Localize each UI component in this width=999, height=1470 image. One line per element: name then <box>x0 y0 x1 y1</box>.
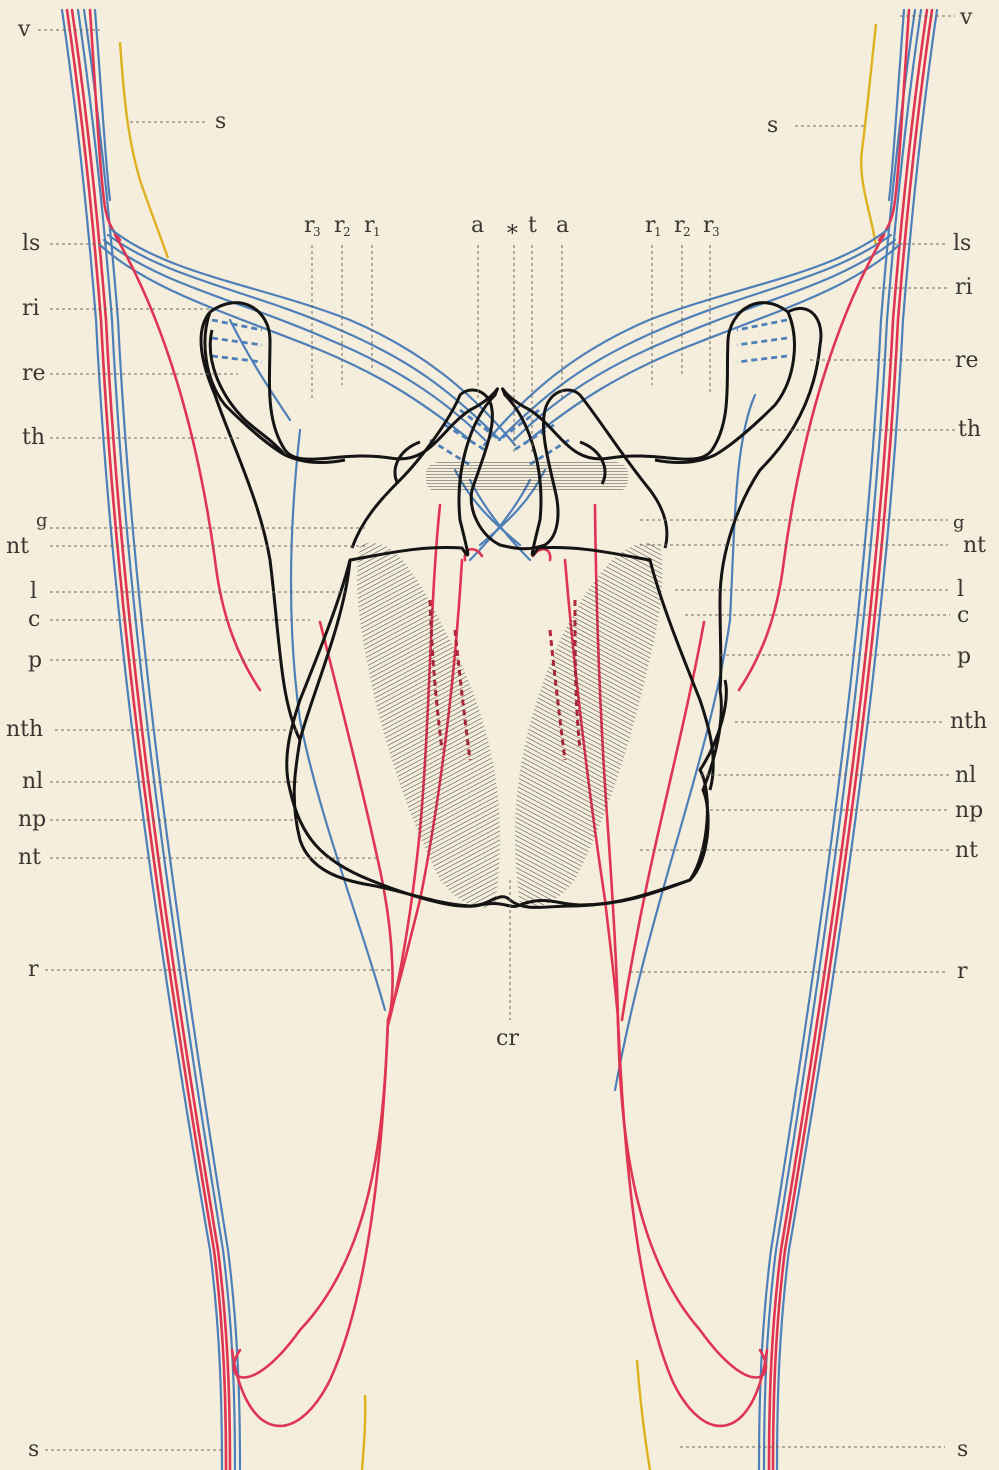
label-top-a-right: a <box>556 213 569 238</box>
label-right-re: re <box>955 348 979 373</box>
label-left-l: l <box>30 579 37 604</box>
leader-lines-left <box>38 30 390 1450</box>
label-right-s-top: s <box>767 113 778 138</box>
left-red-nerves <box>115 235 470 1426</box>
label-top-star: ∗ <box>505 217 520 242</box>
label-left-c: c <box>28 607 40 632</box>
left-blue-fan <box>100 230 515 465</box>
label-right-ls: ls <box>953 231 971 256</box>
label-right-th: th <box>958 417 981 442</box>
label-left-nth: nth <box>6 717 43 742</box>
label-left-nt-upper: nt <box>6 534 29 559</box>
labels-right: v s ls ri re th g nt l c p nth nl np nt … <box>767 5 987 1462</box>
label-right-nt-lower: nt <box>955 838 978 863</box>
label-right-ri: ri <box>955 275 973 300</box>
label-left-s-bottom: s <box>28 1437 39 1462</box>
right-outer-wing <box>655 312 794 462</box>
label-right-nl: nl <box>955 763 976 788</box>
label-top-r2-left-sub: 2 <box>343 225 351 239</box>
left-muscle <box>357 543 500 908</box>
blue-descending-nerves <box>291 395 755 1090</box>
right-red-nerves <box>550 235 884 1426</box>
label-top-r3-left-sub: 3 <box>313 225 321 239</box>
label-cr: cr <box>496 1026 519 1051</box>
left-outer-bundle <box>62 10 240 1470</box>
label-top-t: t <box>528 213 537 238</box>
label-left-nt-lower: nt <box>18 845 41 870</box>
label-right-r: r <box>957 959 968 984</box>
label-right-v: v <box>959 5 973 30</box>
left-outer-wing <box>205 312 345 462</box>
label-right-nt-upper: nt <box>963 533 986 558</box>
label-left-v: v <box>17 17 31 42</box>
label-left-ri: ri <box>22 296 40 321</box>
sympathetic-nerves <box>120 24 876 1470</box>
right-outer-bundle <box>759 10 937 1470</box>
label-top-r2-right-sub: 2 <box>683 225 691 239</box>
label-left-th: th <box>22 425 45 450</box>
label-top-r1-left-sub: 1 <box>373 225 381 239</box>
label-left-s-top: s <box>215 109 226 134</box>
label-left-ls: ls <box>22 231 40 256</box>
label-right-np: np <box>955 798 983 823</box>
right-muscle <box>515 543 662 908</box>
label-left-nl: nl <box>22 769 43 794</box>
label-left-r: r <box>28 957 39 982</box>
label-left-p: p <box>28 648 42 673</box>
label-top-r1-right-sub: 1 <box>654 225 662 239</box>
label-right-nth: nth <box>950 709 987 734</box>
label-left-g: g <box>36 510 48 531</box>
right-blue-fan <box>484 230 899 465</box>
label-top-r3-right-sub: 3 <box>712 225 720 239</box>
label-left-re: re <box>22 361 46 386</box>
label-right-g: g <box>953 512 965 533</box>
hatched-bar <box>426 462 628 492</box>
label-left-np: np <box>18 807 46 832</box>
label-right-l: l <box>957 577 964 602</box>
label-top-a-left: a <box>471 213 484 238</box>
label-right-p: p <box>957 644 971 669</box>
label-right-c: c <box>957 603 969 628</box>
label-right-s-bottom: s <box>957 1437 968 1462</box>
left-wing-lobe <box>210 330 285 455</box>
